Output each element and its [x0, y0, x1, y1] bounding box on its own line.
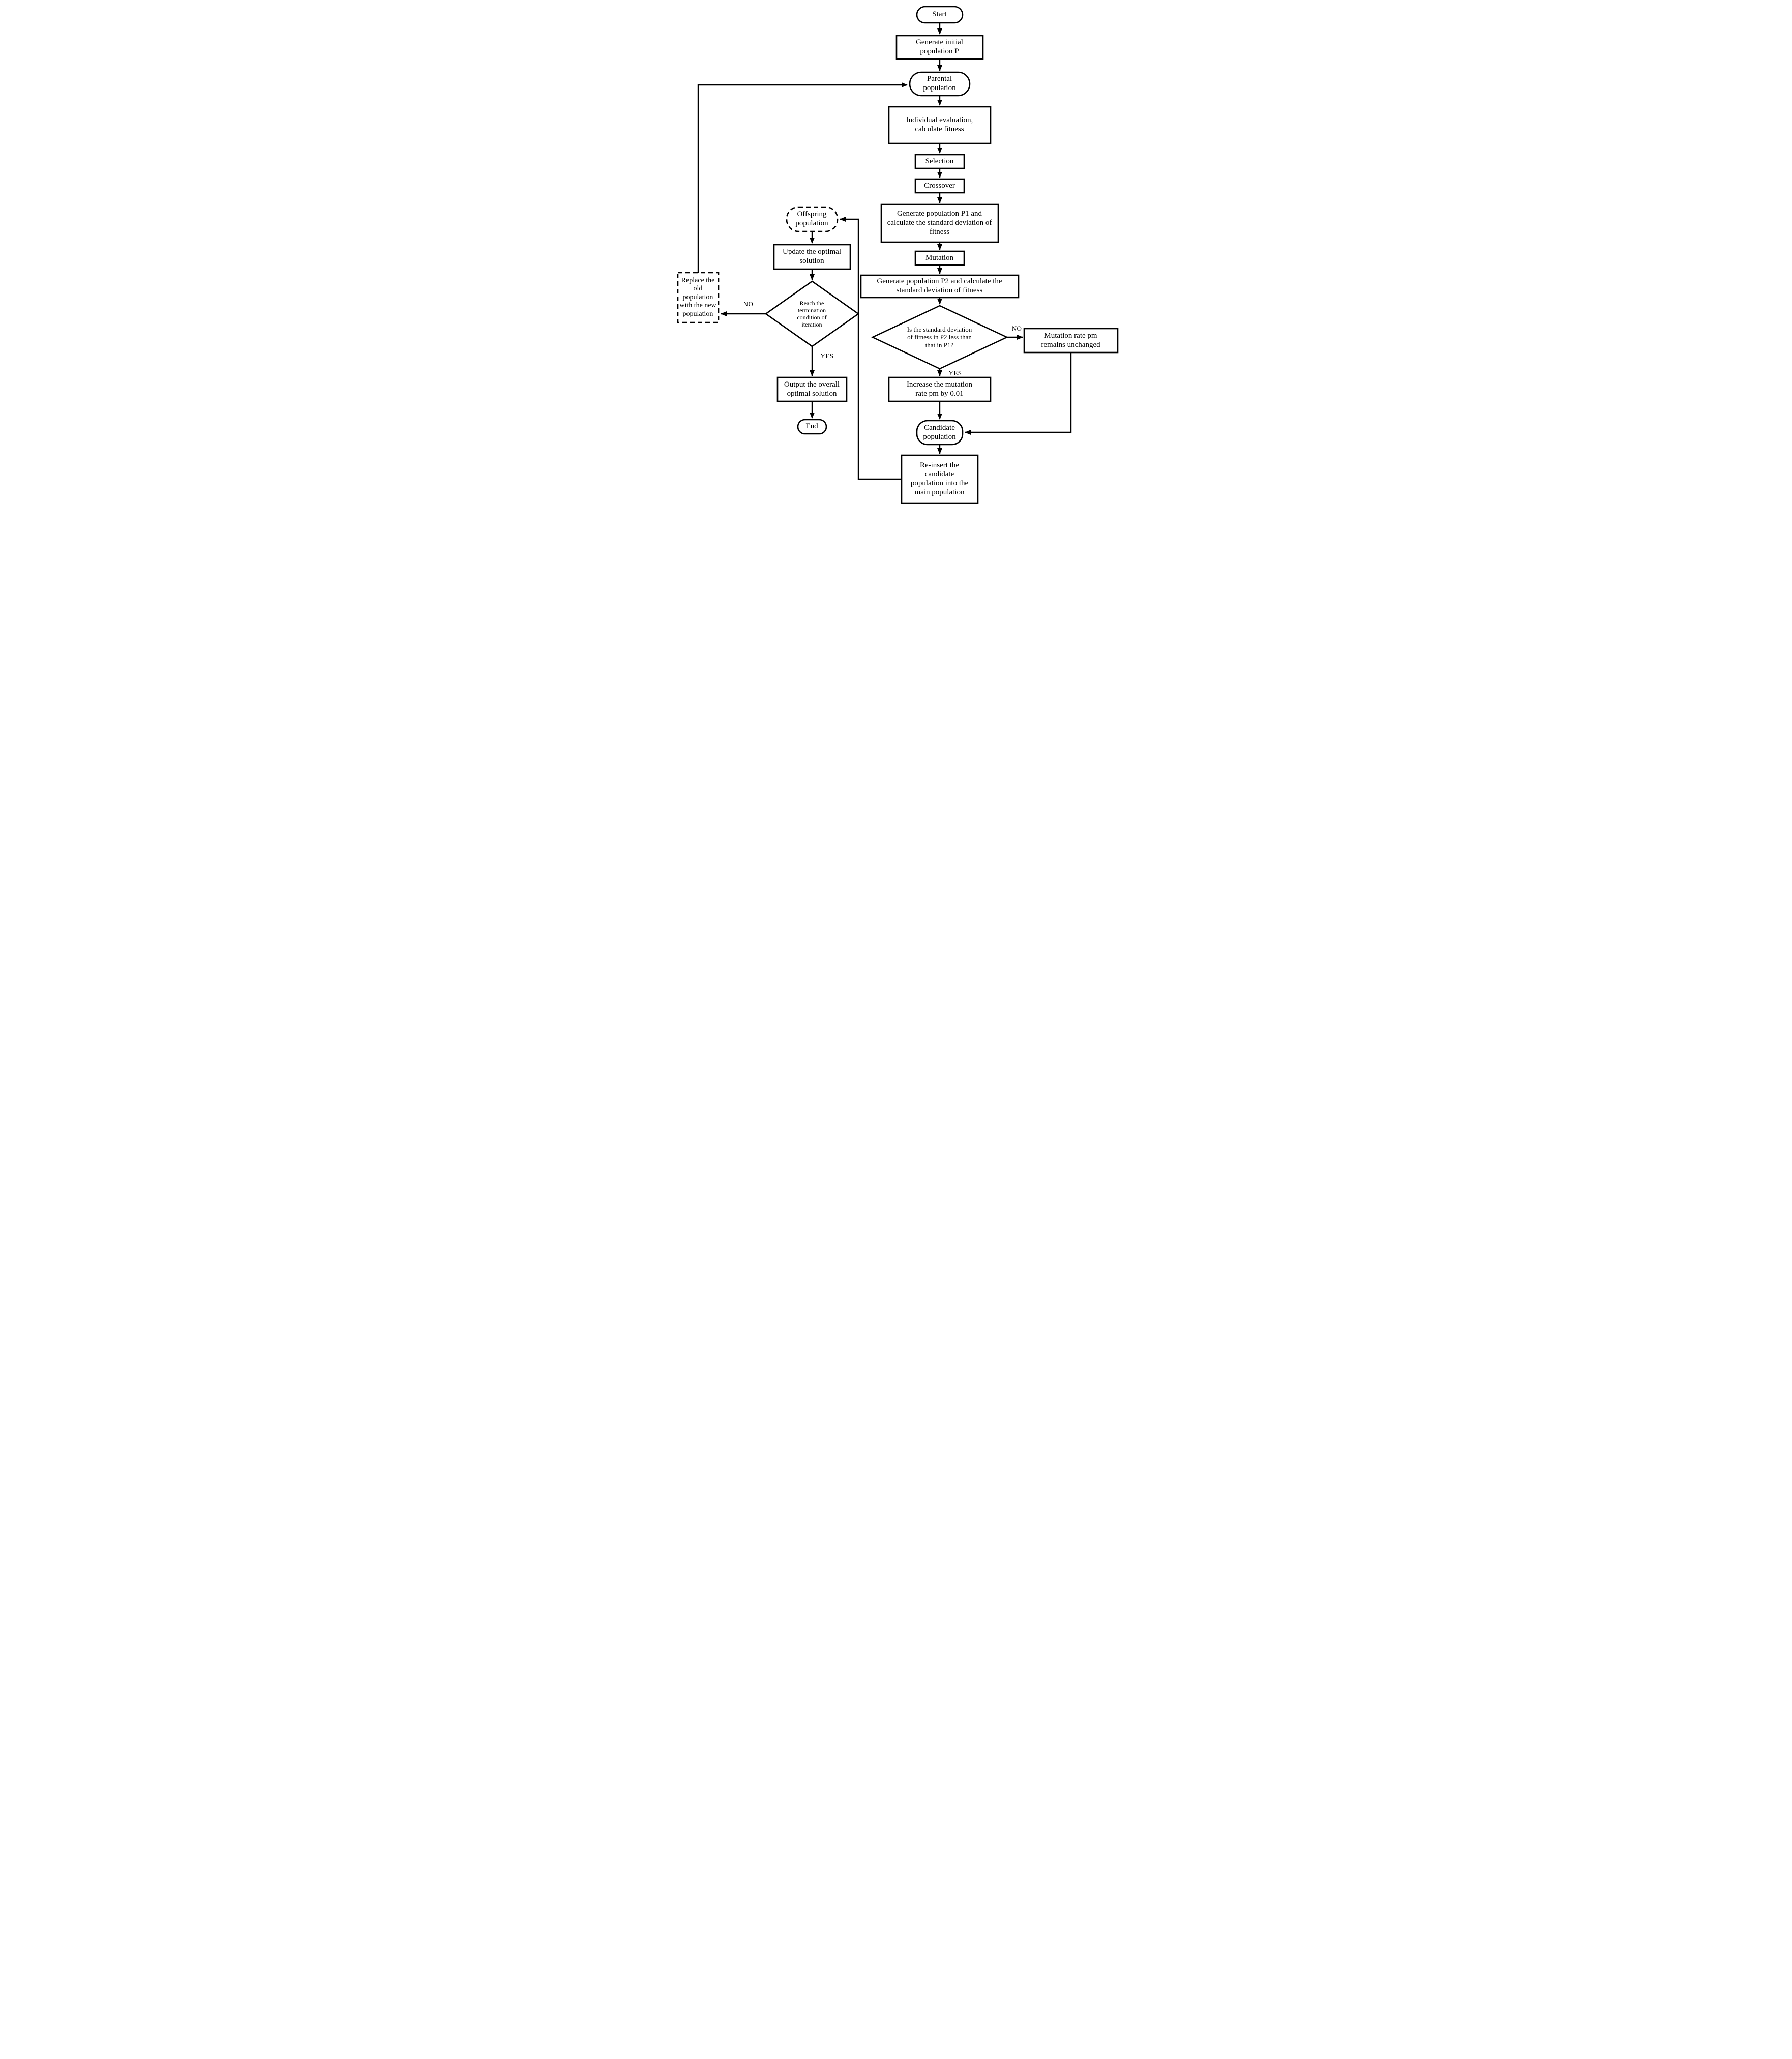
- replace-label: Replace the old population with the new …: [679, 276, 716, 318]
- start-label: Start: [932, 10, 947, 19]
- output-optimal-shape: [776, 376, 847, 402]
- edge-pm-unchanged-to-candidate: [964, 352, 1071, 435]
- std-decision-no-label: NO: [1011, 325, 1022, 332]
- end-label: End: [805, 422, 818, 431]
- flowchart-canvas: Start Generate initial population P Pare…: [672, 0, 1120, 515]
- update-optimal-shape: [773, 244, 851, 270]
- generate-p2-label: Generate population P2 and calculate the…: [877, 277, 1002, 295]
- pm-increase-label: Increase the mutation rate pm by 0.01: [906, 380, 973, 398]
- candidate-shape: [916, 420, 963, 446]
- term-decision-shape: [764, 280, 859, 347]
- end-shape: [797, 419, 827, 435]
- parental-label: Parental population: [923, 75, 956, 92]
- update-optimal-label: Update the optimal solution: [783, 248, 841, 265]
- generate-p1-shape: [880, 203, 999, 243]
- selection-shape: [914, 154, 965, 169]
- candidate-label: Candidate population: [923, 423, 956, 441]
- individual-evaluation-shape: [888, 106, 991, 144]
- offspring-label: Offspring population: [795, 210, 828, 227]
- reinsert-shape: [901, 454, 978, 504]
- crossover-shape: [914, 178, 965, 194]
- pm-increase-shape: [888, 376, 991, 402]
- generate-initial-label: Generate initial population P: [916, 38, 963, 55]
- generate-p2-shape: [860, 274, 1019, 299]
- term-decision-yes-label: YES: [820, 352, 834, 360]
- replace-shape: [677, 272, 719, 323]
- edge-reinsert-to-offspring: [839, 217, 902, 480]
- generate-initial-shape: [895, 35, 983, 60]
- offspring-shape: [786, 206, 838, 232]
- selection-label: Selection: [925, 157, 954, 165]
- flowchart-shape-layer: [677, 6, 1118, 504]
- individual-evaluation-label: Individual evaluation, calculate fitness: [906, 116, 973, 133]
- term-decision-no-label: NO: [743, 300, 754, 308]
- crossover-label: Crossover: [924, 181, 955, 190]
- edge-replace-to-parental: [697, 82, 908, 273]
- term-decision-label: Reach the termination condition of itera…: [797, 299, 827, 329]
- pm-unchanged-shape: [1023, 328, 1118, 354]
- mutation-shape: [914, 250, 965, 266]
- generate-p1-label: Generate population P1 and calculate the…: [887, 210, 992, 236]
- output-optimal-label: Output the overall optimal solution: [784, 380, 840, 398]
- parental-shape: [909, 71, 970, 97]
- std-decision-shape: [871, 305, 1008, 370]
- pm-unchanged-label: Mutation rate pm remains unchanged: [1041, 331, 1100, 349]
- reinsert-label: Re-insert the candidate population into …: [910, 461, 969, 496]
- start-shape: [916, 6, 963, 24]
- std-decision-label: Is the standard deviation of fitness in …: [907, 326, 972, 349]
- std-decision-yes-label: YES: [948, 369, 962, 377]
- mutation-label: Mutation: [925, 253, 953, 262]
